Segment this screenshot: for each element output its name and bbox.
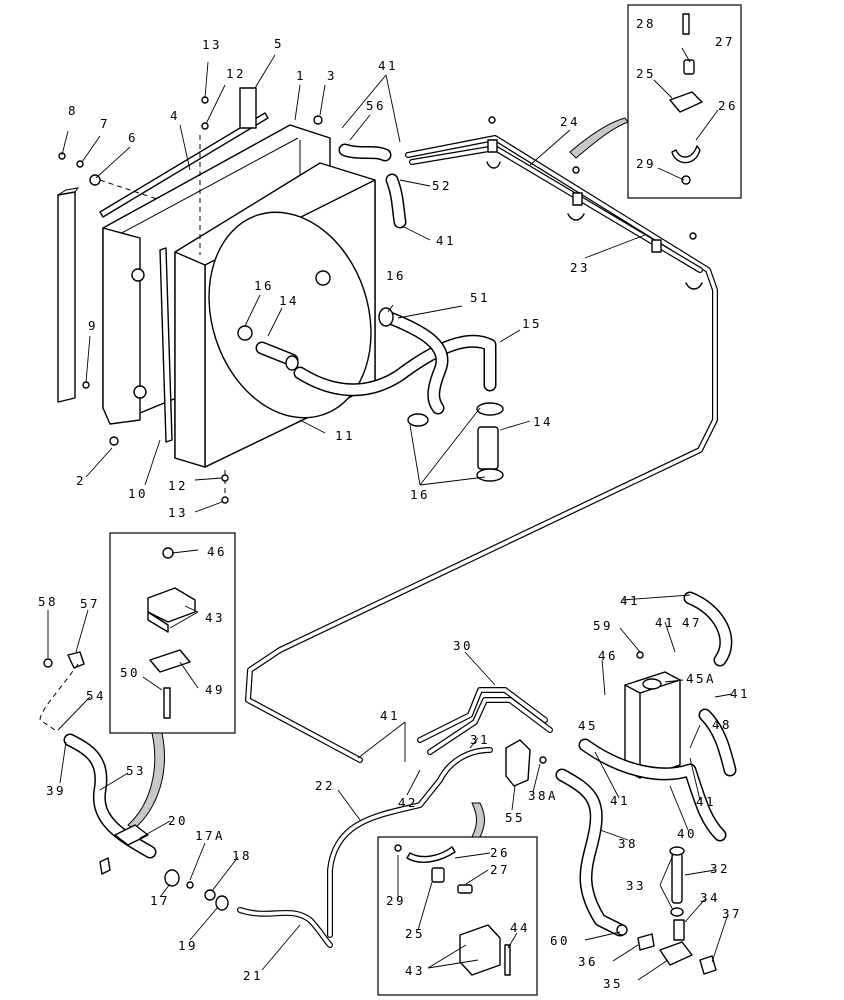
callout-42: 42 bbox=[398, 795, 418, 810]
callout-17: 17 bbox=[150, 893, 170, 908]
inset-clamp-detail-bottom bbox=[377, 802, 538, 996]
callout-29b: 29 bbox=[386, 893, 406, 908]
expansion-tank bbox=[578, 591, 737, 842]
callout-56: 56 bbox=[366, 98, 386, 113]
callout-48: 48 bbox=[712, 717, 732, 732]
callout-39: 39 bbox=[46, 783, 66, 798]
callout-25b: 25 bbox=[405, 926, 425, 941]
callout-41e: 41 bbox=[620, 593, 640, 608]
callout-24: 24 bbox=[560, 114, 580, 129]
callout-21: 21 bbox=[243, 968, 263, 983]
callout-25a: 25 bbox=[636, 66, 656, 81]
callout-46a: 46 bbox=[207, 544, 227, 559]
callout-51: 51 bbox=[470, 290, 490, 305]
callout-44: 44 bbox=[510, 920, 530, 935]
callout-11: 11 bbox=[335, 428, 355, 443]
inset-clamp-detail-top bbox=[627, 4, 742, 199]
callout-13a: 13 bbox=[202, 37, 222, 52]
callout-33: 33 bbox=[626, 878, 646, 893]
callout-38a: 38A bbox=[528, 788, 558, 803]
callout-27b: 27 bbox=[490, 862, 510, 877]
inset-bracket-detail-left bbox=[109, 532, 236, 830]
callout-40: 40 bbox=[677, 826, 697, 841]
callout-22: 22 bbox=[315, 778, 335, 793]
callout-23: 23 bbox=[570, 260, 590, 275]
callout-59: 59 bbox=[593, 618, 613, 633]
callout-57: 57 bbox=[80, 596, 100, 611]
callout-12a: 12 bbox=[226, 66, 246, 81]
upper-hoses bbox=[255, 143, 504, 482]
callout-41c: 41 bbox=[380, 708, 400, 723]
drain-valve-group bbox=[616, 846, 717, 975]
callout-32: 32 bbox=[710, 861, 730, 876]
callout-19: 19 bbox=[178, 938, 198, 953]
callout-14b: 14 bbox=[533, 414, 553, 429]
callout-38: 38 bbox=[618, 836, 638, 851]
callout-16a: 16 bbox=[254, 278, 274, 293]
callout-49: 49 bbox=[205, 682, 225, 697]
callout-37: 37 bbox=[722, 906, 742, 921]
callout-58: 58 bbox=[38, 594, 58, 609]
callout-60: 60 bbox=[550, 933, 570, 948]
leader-lines bbox=[47, 47, 733, 981]
callout-45: 45 bbox=[578, 718, 598, 733]
callout-34: 34 bbox=[700, 890, 720, 905]
callout-3: 3 bbox=[327, 68, 337, 83]
callout-5: 5 bbox=[274, 36, 284, 51]
callout-43a: 43 bbox=[205, 610, 225, 625]
callout-16c: 16 bbox=[410, 487, 430, 502]
callout-41h: 41 bbox=[696, 794, 716, 809]
callout-labels: 1 2 3 4 5 6 7 8 9 10 11 12 12 13 13 14 1… bbox=[38, 16, 750, 991]
callout-28: 28 bbox=[636, 16, 656, 31]
callout-43b: 43 bbox=[405, 963, 425, 978]
callout-1: 1 bbox=[296, 68, 306, 83]
callout-35: 35 bbox=[603, 976, 623, 991]
callout-41a: 41 bbox=[378, 58, 398, 73]
callout-41b: 41 bbox=[436, 233, 456, 248]
middle-pipes bbox=[327, 687, 627, 938]
callout-30: 30 bbox=[453, 638, 473, 653]
callout-52: 52 bbox=[432, 178, 452, 193]
callout-27a: 27 bbox=[715, 34, 735, 49]
callout-55: 55 bbox=[505, 810, 525, 825]
callout-47: 47 bbox=[682, 615, 702, 630]
callout-15: 15 bbox=[522, 316, 542, 331]
callout-18: 18 bbox=[232, 848, 252, 863]
callout-8: 8 bbox=[68, 103, 78, 118]
callout-9: 9 bbox=[88, 318, 98, 333]
callout-29a: 29 bbox=[636, 156, 656, 171]
upper-tube-assembly bbox=[245, 116, 718, 763]
callout-20: 20 bbox=[168, 813, 188, 828]
callout-2: 2 bbox=[76, 473, 86, 488]
callout-17a: 17A bbox=[195, 828, 225, 843]
lower-left-hoses bbox=[39, 651, 333, 948]
callout-45a: 45A bbox=[686, 671, 716, 686]
callout-50: 50 bbox=[120, 665, 140, 680]
callout-14a: 14 bbox=[279, 293, 299, 308]
callout-46b: 46 bbox=[598, 648, 618, 663]
callout-16b: 16 bbox=[386, 268, 406, 283]
callout-12b: 12 bbox=[168, 478, 188, 493]
callout-36: 36 bbox=[578, 954, 598, 969]
callout-26a: 26 bbox=[718, 98, 738, 113]
callout-41f: 41 bbox=[655, 615, 675, 630]
callout-41d: 41 bbox=[610, 793, 630, 808]
callout-4: 4 bbox=[170, 108, 180, 123]
callout-10: 10 bbox=[128, 486, 148, 501]
callout-26b: 26 bbox=[490, 845, 510, 860]
callout-6: 6 bbox=[128, 130, 138, 145]
callout-7: 7 bbox=[100, 116, 110, 131]
callout-31: 31 bbox=[470, 732, 490, 747]
callout-13b: 13 bbox=[168, 505, 188, 520]
callout-53: 53 bbox=[126, 763, 146, 778]
callout-54: 54 bbox=[86, 688, 106, 703]
callout-41g: 41 bbox=[730, 686, 750, 701]
